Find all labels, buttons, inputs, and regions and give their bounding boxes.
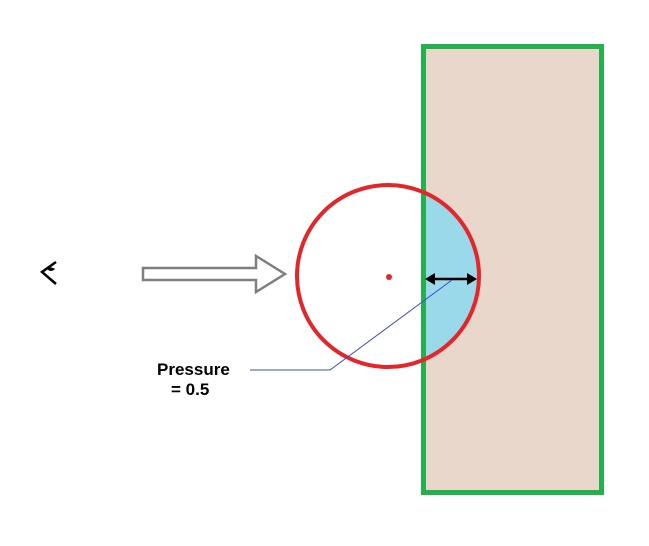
penetration-depth-arrow xyxy=(425,273,477,285)
sphere-circle xyxy=(295,183,481,369)
pressure-label-line2: = 0.5 xyxy=(171,380,209,399)
pressure-label-line1: Pressure xyxy=(157,360,230,379)
right-arrow-icon xyxy=(141,253,288,295)
sphere-center-dot xyxy=(386,274,392,280)
eye-icon xyxy=(39,260,57,285)
leader-line xyxy=(250,279,453,371)
